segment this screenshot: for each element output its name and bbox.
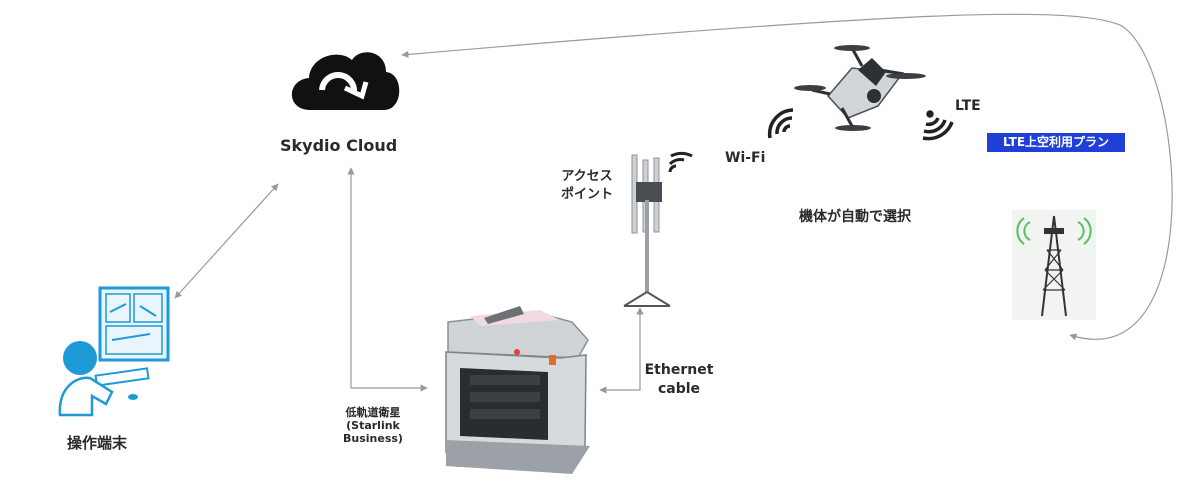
arrow-terminal-cloud	[174, 183, 279, 299]
access-point-icon	[623, 154, 671, 307]
operator-terminal-icon	[58, 286, 170, 417]
terminal-label: 操作端末	[67, 434, 128, 452]
lte-tower-icon	[1012, 210, 1096, 320]
lte-signal-icon	[922, 110, 954, 141]
drone-icon	[794, 45, 926, 131]
access-point-label: アクセス ポイント	[548, 168, 626, 204]
arrow-ethernet	[599, 307, 644, 394]
satellite-label-line2: (Starlink	[346, 419, 400, 432]
ethernet-label: Ethernet cable	[636, 361, 722, 399]
lte-plan-badge: LTE上空利用プラン	[987, 133, 1125, 152]
wifi-signal-icon-drone	[767, 108, 794, 139]
auto-select-label: 機体が自動で選択	[799, 209, 911, 225]
wifi-signal-icon-ap	[668, 151, 693, 173]
cloud-label: Skydio Cloud	[280, 136, 398, 155]
access-point-label-line1: アクセス	[561, 169, 613, 184]
satellite-label-line3: Business)	[343, 432, 403, 445]
dock-station-icon	[445, 306, 590, 474]
ethernet-label-line2: cable	[657, 381, 701, 397]
arrow-satellite-cloud	[347, 167, 428, 392]
cloud-icon	[291, 52, 400, 110]
satellite-label: 低軌道衛星 (Starlink Business)	[323, 406, 423, 445]
ethernet-label-line1: Ethernet	[644, 362, 714, 378]
arrow-lte-to-cloud	[401, 13, 1173, 341]
wifi-label: Wi-Fi	[725, 150, 766, 166]
satellite-label-line1: 低軌道衛星	[345, 406, 401, 419]
access-point-label-line2: ポイント	[560, 187, 613, 202]
lte-label: LTE	[955, 98, 981, 114]
